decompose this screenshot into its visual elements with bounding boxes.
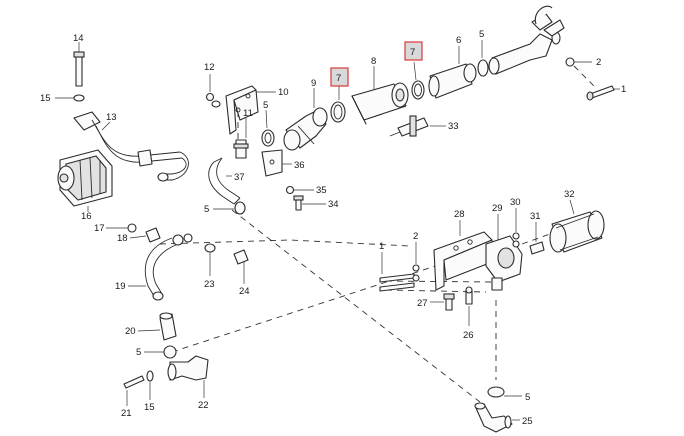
part-nut-2b: [412, 242, 420, 282]
callout-2a: 2: [596, 57, 601, 68]
callout-5b: 5: [479, 29, 484, 40]
callout-16: 16: [81, 211, 92, 222]
callout-7a: 7: [336, 73, 341, 84]
part-fitting-18: [129, 227, 161, 243]
part-elbow-9: [283, 88, 328, 151]
callout-36: 36: [294, 160, 305, 171]
part-nut-2a: [565, 57, 592, 67]
callout-14: 14: [73, 33, 84, 44]
callout-18: 18: [117, 233, 128, 244]
callout-15b: 15: [144, 402, 155, 413]
callout-19: 19: [115, 281, 126, 292]
callout-31: 31: [530, 211, 541, 222]
part-bolt-12: [205, 74, 221, 108]
part-intake-elbow: [488, 5, 565, 75]
part-pump-16: [57, 149, 113, 212]
part-bolt-34: [293, 195, 326, 211]
callout-11: 11: [243, 108, 253, 119]
callout-5c: 5: [204, 204, 209, 215]
part-washer-23: [204, 243, 216, 276]
part-washer-17: [106, 223, 137, 233]
callout-8: 8: [371, 56, 376, 67]
assembly-lines: [159, 65, 597, 403]
part-clamp-7b: [411, 61, 425, 100]
part-elbow-25: [474, 402, 520, 433]
callout-21: 21: [121, 408, 132, 419]
part-hose-19: [128, 233, 193, 301]
part-nut-35: [285, 185, 314, 195]
part-bolt-1b: [379, 252, 415, 292]
part-filter-head-29: [485, 214, 523, 291]
part-clamp-5c: [213, 201, 246, 215]
part-bracket-36: [261, 149, 292, 177]
part-filter-32: [549, 199, 605, 253]
callout-9: 9: [311, 78, 316, 89]
callout-13: 13: [106, 112, 117, 123]
part-bolt-14: [73, 42, 85, 87]
callout-35: 35: [316, 185, 327, 196]
callout-2b: 2: [413, 231, 418, 242]
callout-1b: 1: [379, 241, 384, 252]
part-fitting-24: [233, 249, 249, 284]
highlight-box-7b: [404, 41, 423, 61]
part-fitting-31: [529, 222, 545, 255]
callout-29: 29: [492, 203, 503, 214]
callout-26: 26: [463, 330, 474, 341]
part-sensor-33: [389, 115, 446, 137]
callout-23: 23: [204, 279, 215, 290]
part-hose-20: [137, 312, 177, 341]
callout-33: 33: [448, 121, 459, 132]
callout-20: 20: [125, 326, 136, 337]
callout-22: 22: [198, 400, 209, 411]
callout-6: 6: [456, 35, 461, 46]
part-fitting-27: [430, 293, 455, 311]
callout-28: 28: [454, 209, 465, 220]
part-clamp-5a: [261, 109, 275, 147]
callout-25: 25: [522, 416, 533, 427]
part-washer-15b: [146, 370, 154, 400]
part-washer-15a: [55, 94, 85, 102]
part-bracket-28: [433, 220, 493, 291]
part-fitting-30: [512, 208, 520, 248]
part-adapter-6: [428, 46, 477, 99]
part-fitting-26: [465, 286, 473, 326]
callout-32: 32: [564, 189, 575, 200]
part-bolt-21: [123, 375, 145, 406]
callout-5e: 5: [525, 392, 530, 403]
part-clamp-5d: [144, 345, 177, 359]
callout-5d: 5: [136, 347, 141, 358]
callout-27: 27: [417, 298, 428, 309]
part-clamp-5b: [477, 40, 489, 77]
callout-12: 12: [204, 62, 215, 73]
callout-10: 10: [278, 87, 289, 98]
callout-37: 37: [234, 172, 245, 183]
part-clamp-5e: [487, 386, 522, 398]
part-tube-13: [73, 111, 189, 182]
part-fitting-11: [233, 118, 249, 159]
callout-15a: 15: [40, 93, 51, 104]
callout-labels: 14 15 13 16 12 10 11 5 9 7 8 7 6 5 2 1 3…: [40, 29, 626, 427]
part-bolt-1a: [586, 85, 620, 101]
callout-30: 30: [510, 197, 521, 208]
part-elbow-22: [167, 355, 209, 398]
callout-1a: 1: [621, 84, 626, 95]
part-clamp-7a: [330, 86, 346, 123]
callout-34: 34: [328, 199, 339, 210]
part-hose-37: [208, 157, 241, 205]
part-bracket-10: [225, 85, 276, 135]
highlight-box-7a: [330, 67, 349, 87]
callout-17: 17: [94, 223, 105, 234]
callout-5a: 5: [263, 100, 268, 111]
part-filter-8: [351, 66, 409, 125]
callout-24: 24: [239, 286, 250, 297]
callout-7b: 7: [410, 47, 415, 58]
